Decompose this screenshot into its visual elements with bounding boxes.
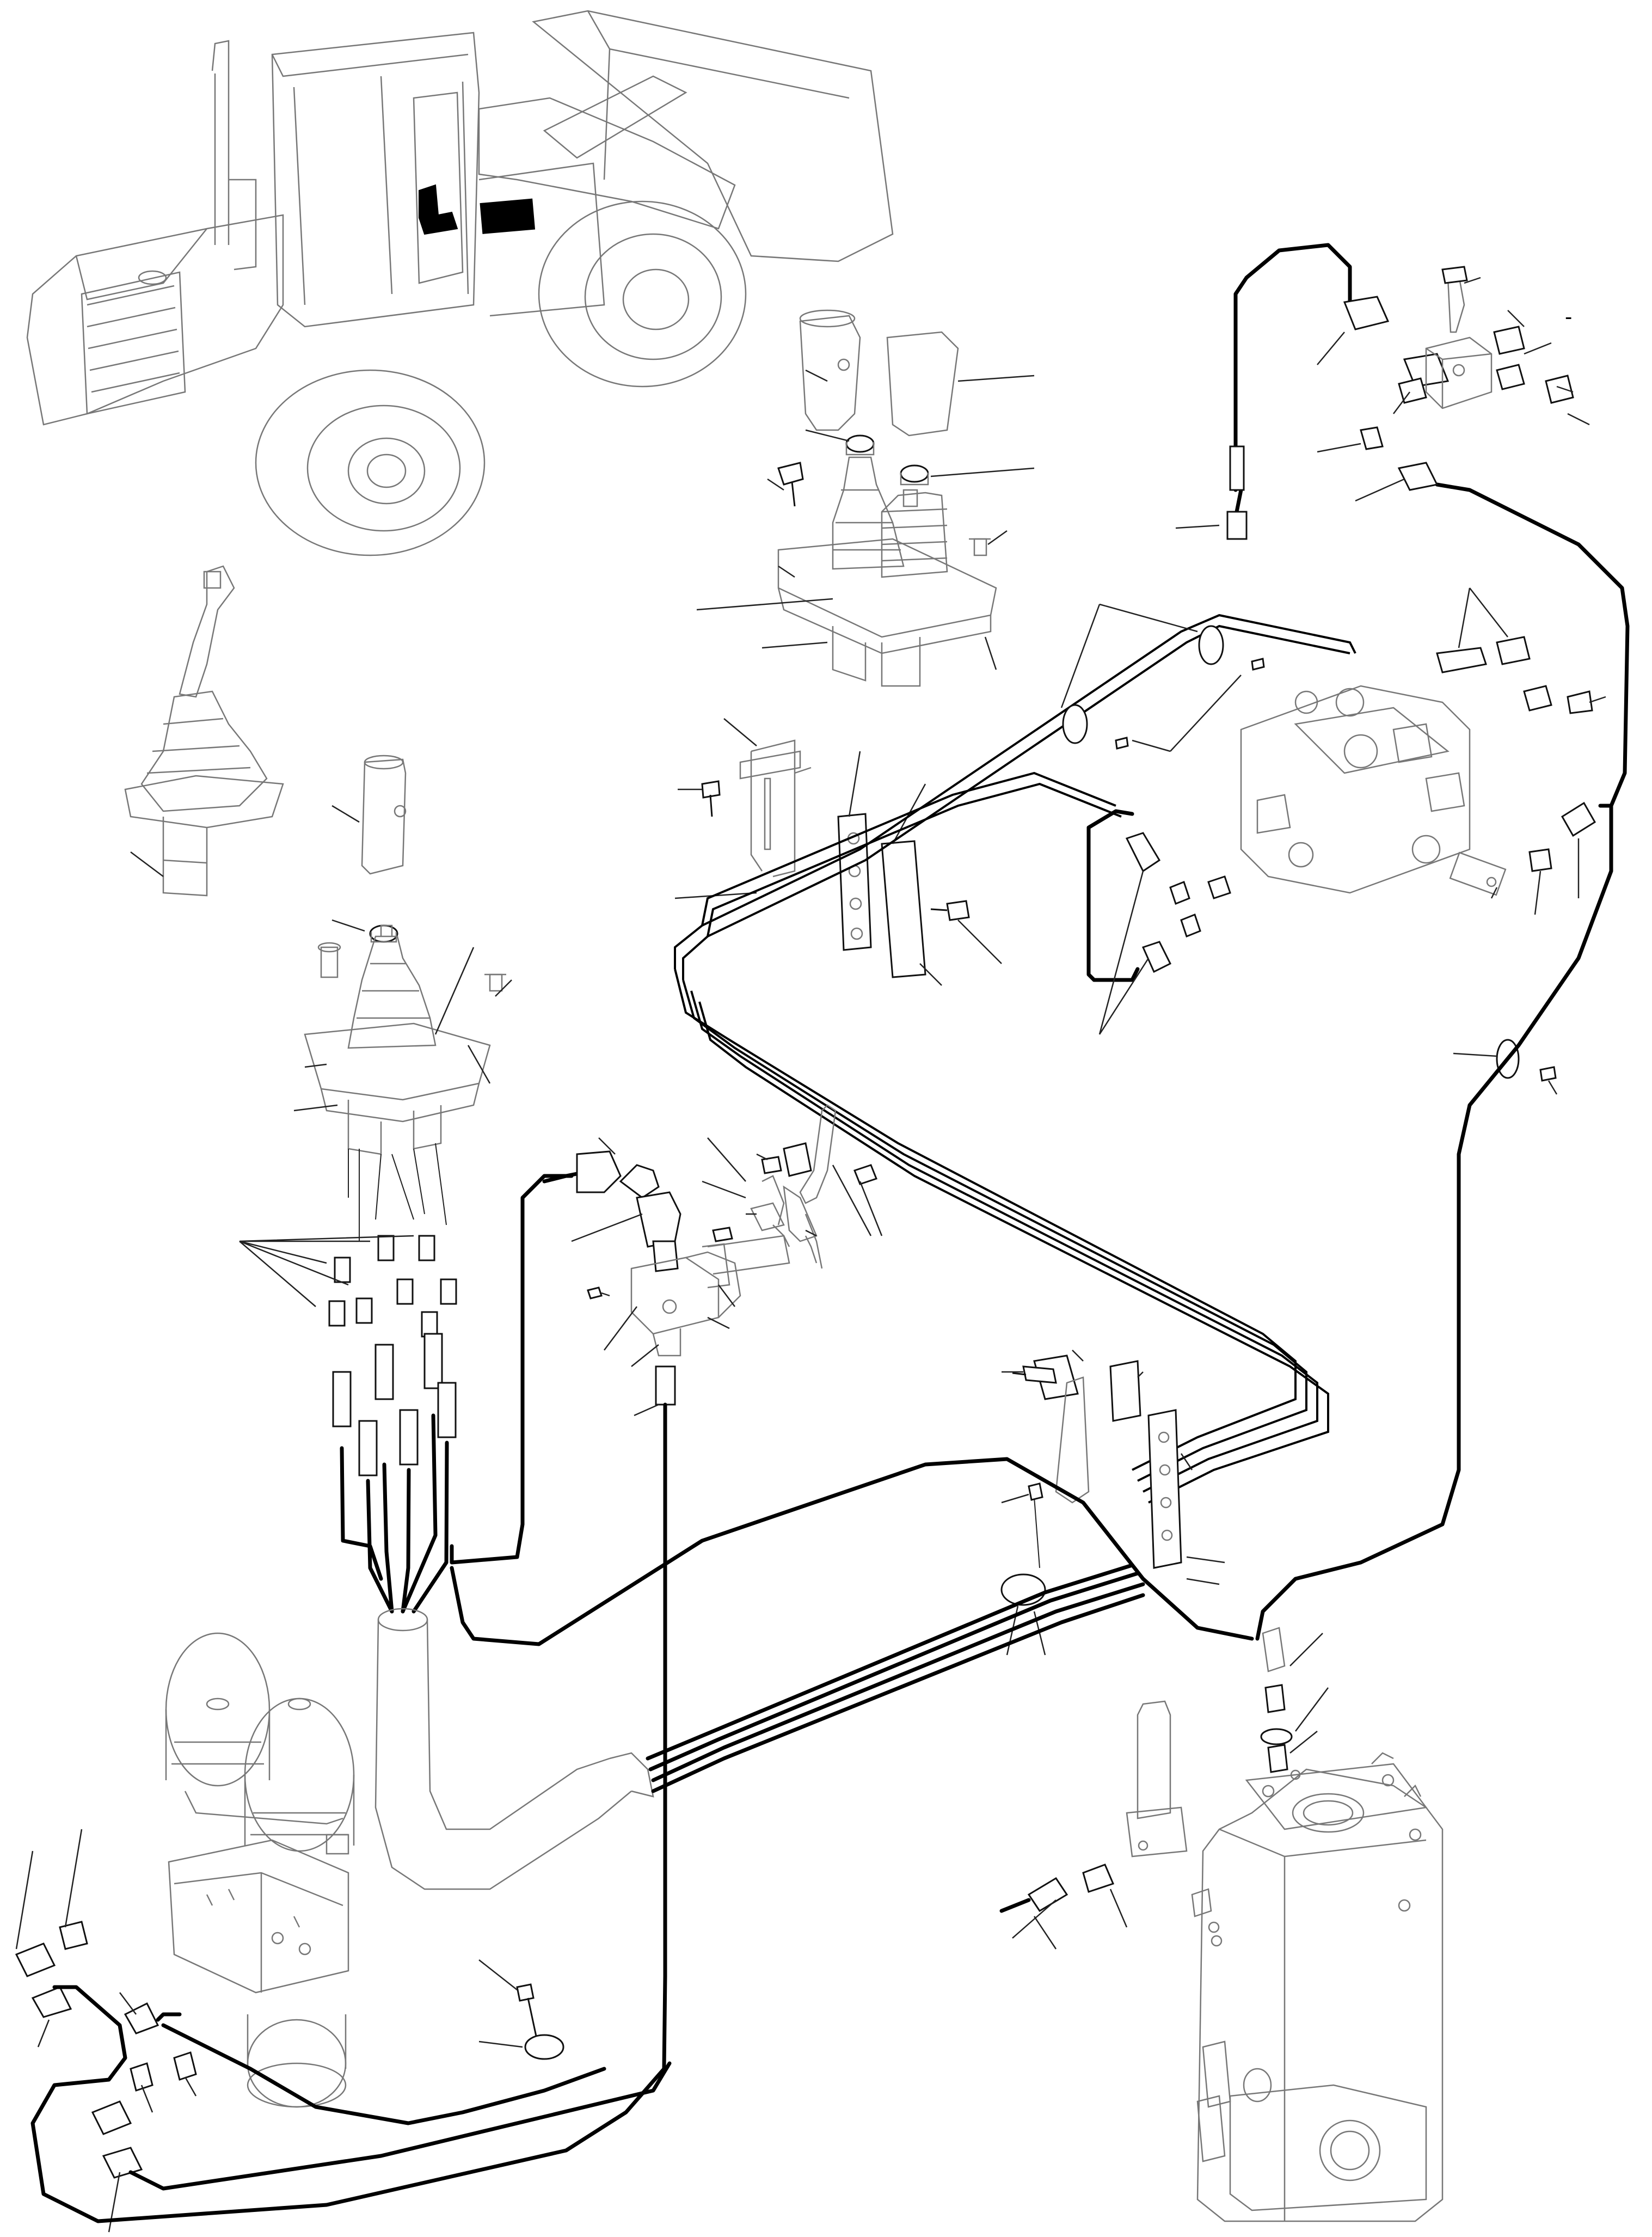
pilot-valve-center bbox=[542, 1104, 883, 1978]
highlight-joystick-left bbox=[419, 184, 458, 235]
bracket-upper bbox=[674, 718, 1002, 986]
bracket-lower bbox=[1000, 1350, 1225, 1656]
highlight-joystick-right bbox=[480, 198, 536, 234]
accumulator-pair bbox=[15, 1632, 672, 2233]
hose-bundle-run bbox=[674, 614, 1356, 1504]
figure-mark-dash: - bbox=[1565, 305, 1572, 329]
pressure-reducing-valve-block: - bbox=[1175, 243, 1630, 808]
hose-clips-upper bbox=[1060, 603, 1265, 752]
lever-knob-left bbox=[331, 755, 407, 943]
hose-loop-mcv bbox=[1086, 809, 1231, 1035]
fittings-mcv-right bbox=[1436, 587, 1606, 915]
fitting-cluster-left bbox=[239, 1143, 457, 1614]
hose-bundle-sleeve bbox=[374, 1174, 1254, 1890]
leader-joystick-single bbox=[130, 851, 164, 877]
main-control-valve bbox=[1240, 685, 1507, 899]
wheel-loader-illustration bbox=[26, 10, 894, 556]
hose-clip-right bbox=[1255, 804, 1613, 1641]
joystick-lever-single bbox=[124, 565, 284, 897]
hydraulic-tank bbox=[1191, 1627, 1444, 2222]
hose-clip-lower bbox=[478, 1959, 564, 2060]
pipe-and-block bbox=[999, 1700, 1188, 1950]
joystick-lever-double bbox=[696, 309, 1035, 687]
pilot-valve-single bbox=[293, 924, 512, 1155]
